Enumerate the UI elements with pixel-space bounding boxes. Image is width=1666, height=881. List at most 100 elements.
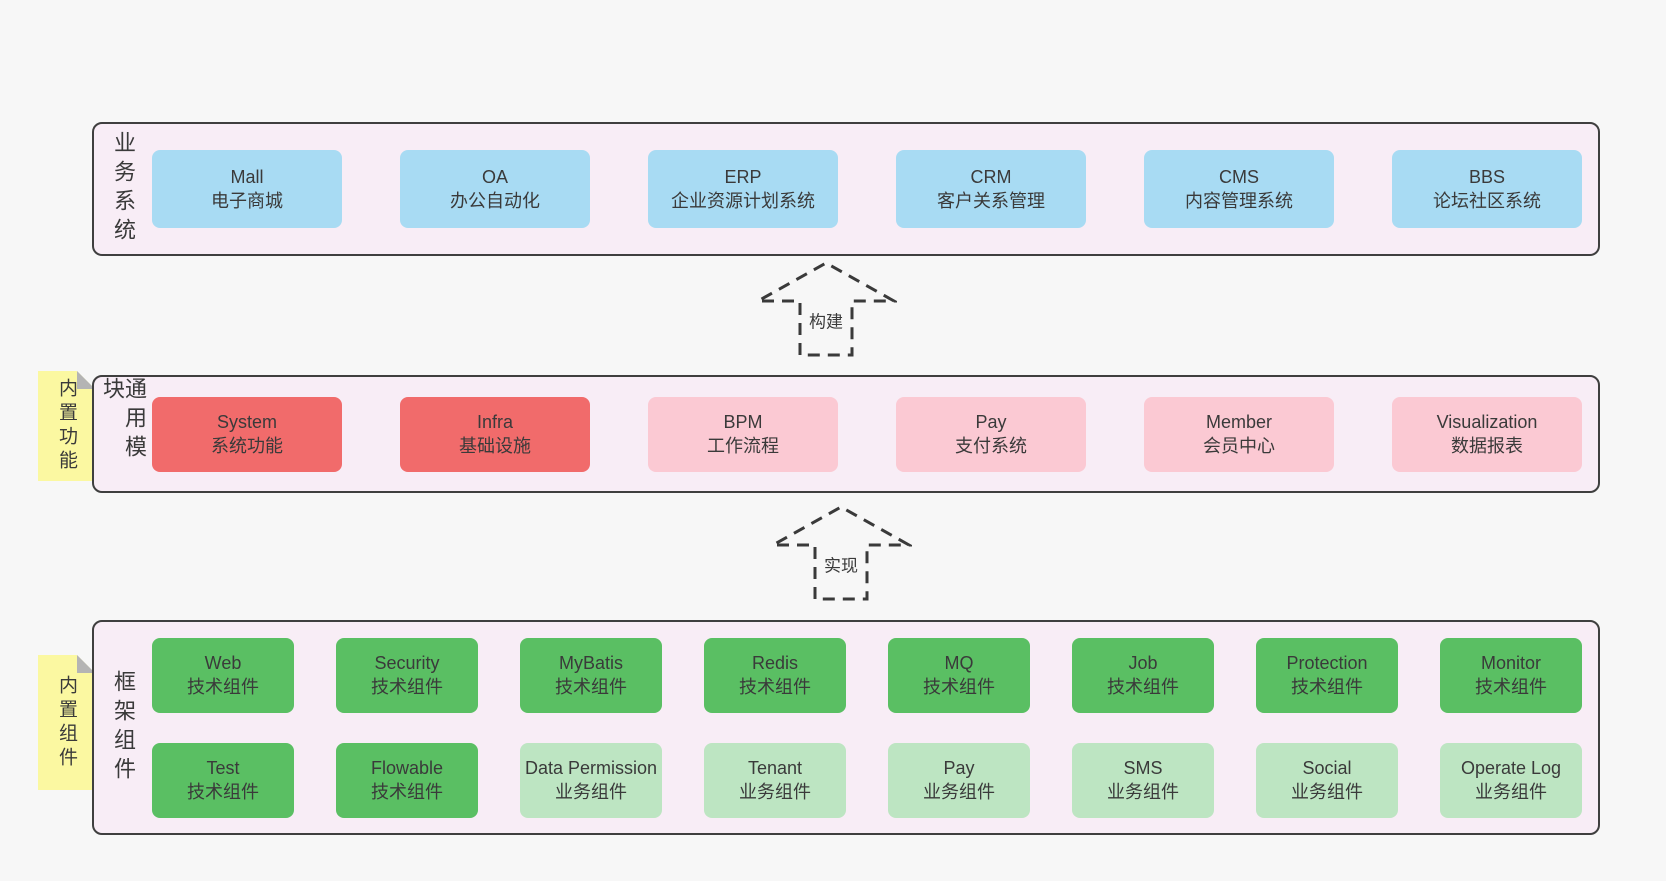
box-subtitle: 技术组件 (1291, 677, 1363, 697)
box-subtitle: 业务组件 (555, 782, 627, 802)
box-title: CRM (970, 166, 1012, 187)
box-subtitle: 技术组件 (1107, 677, 1179, 697)
box-protection: Protection 技术组件 (1256, 637, 1398, 713)
box-title: Protection (1286, 652, 1368, 673)
framework-row-1: Web 技术组件 Security 技术组件 MyBatis 技术组件 Redi… (152, 637, 1582, 713)
builtin-components-note: 内置组件 (38, 655, 95, 790)
business-systems-row: Mall 电子商城 OA 办公自动化 ERP 企业资源计划系统 CRM 客户关系… (152, 124, 1598, 254)
box-flowable: Flowable 技术组件 (336, 742, 478, 818)
build-arrow-label: 构建 (803, 305, 849, 335)
common-modules-side-label: 通用模块 (100, 377, 147, 464)
common-modules-side-col: 通用模块 (94, 377, 152, 491)
box-member: Member 会员中心 (1144, 396, 1334, 472)
framework-components-side-col: 框架组件 (94, 622, 152, 833)
box-title: Data Permission (524, 757, 658, 778)
box-subtitle: 基础设施 (459, 436, 531, 456)
box-subtitle: 业务组件 (1475, 782, 1547, 802)
framework-components-side-label: 框架组件 (111, 669, 136, 786)
box-pay-component: Pay 业务组件 (888, 742, 1030, 818)
box-title: Operate Log (1460, 757, 1562, 778)
box-subtitle: 业务组件 (1291, 782, 1363, 802)
common-modules-panel: 通用模块 System 系统功能 Infra 基础设施 BPM 工作流程 Pay… (92, 375, 1600, 493)
box-sms: SMS 业务组件 (1072, 742, 1214, 818)
box-mybatis: MyBatis 技术组件 (520, 637, 662, 713)
box-security: Security 技术组件 (336, 637, 478, 713)
box-subtitle: 内容管理系统 (1185, 191, 1293, 211)
box-subtitle: 系统功能 (211, 436, 283, 456)
box-title: Infra (476, 411, 514, 432)
box-title: Flowable (370, 757, 444, 778)
implement-arrow: 实现 (770, 504, 912, 601)
build-arrow: 构建 (755, 260, 897, 357)
box-subtitle: 支付系统 (955, 436, 1027, 456)
box-redis: Redis 技术组件 (704, 637, 846, 713)
box-subtitle: 业务组件 (923, 782, 995, 802)
framework-components-rows: Web 技术组件 Security 技术组件 MyBatis 技术组件 Redi… (152, 622, 1598, 833)
box-title: MyBatis (558, 652, 623, 673)
box-job: Job 技术组件 (1072, 637, 1214, 713)
box-title: Tenant (747, 757, 803, 778)
box-title: Pay (943, 757, 975, 778)
box-subtitle: 技术组件 (739, 677, 811, 697)
box-subtitle: 技术组件 (187, 677, 259, 697)
implement-arrow-label: 实现 (818, 549, 864, 579)
box-operate-log: Operate Log 业务组件 (1440, 742, 1582, 818)
box-title: Member (1205, 411, 1272, 432)
box-subtitle: 业务组件 (739, 782, 811, 802)
box-crm: CRM 客户关系管理 (896, 150, 1086, 228)
box-title: Redis (751, 652, 799, 673)
box-subtitle: 技术组件 (371, 782, 443, 802)
box-title: BPM (723, 411, 763, 432)
box-title: Mall (230, 166, 264, 187)
box-infra: Infra 基础设施 (400, 396, 590, 472)
box-subtitle: 业务组件 (1107, 782, 1179, 802)
box-test: Test 技术组件 (152, 742, 294, 818)
box-pay: Pay 支付系统 (896, 396, 1086, 472)
box-title: SMS (1123, 757, 1163, 778)
box-subtitle: 客户关系管理 (937, 191, 1045, 211)
box-subtitle: 技术组件 (923, 677, 995, 697)
box-subtitle: 技术组件 (1475, 677, 1547, 697)
box-subtitle: 技术组件 (555, 677, 627, 697)
box-mq: MQ 技术组件 (888, 637, 1030, 713)
box-oa: OA 办公自动化 (400, 150, 590, 228)
box-subtitle: 企业资源计划系统 (671, 191, 815, 211)
box-subtitle: 论坛社区系统 (1433, 191, 1541, 211)
box-subtitle: 技术组件 (371, 677, 443, 697)
builtin-components-note-label: 内置组件 (56, 674, 77, 771)
box-title: CMS (1219, 166, 1259, 187)
box-bbs: BBS 论坛社区系统 (1392, 150, 1582, 228)
box-title: OA (481, 166, 508, 187)
box-title: Visualization (1436, 411, 1538, 432)
box-subtitle: 办公自动化 (450, 191, 540, 211)
box-cms: CMS 内容管理系统 (1144, 150, 1334, 228)
box-title: Monitor (1480, 652, 1542, 673)
box-subtitle: 会员中心 (1203, 436, 1275, 456)
framework-components-panel: 框架组件 Web 技术组件 Security 技术组件 MyBatis 技术组件… (92, 620, 1600, 835)
box-web: Web 技术组件 (152, 637, 294, 713)
box-monitor: Monitor 技术组件 (1440, 637, 1582, 713)
box-tenant: Tenant 业务组件 (704, 742, 846, 818)
box-title: Pay (975, 411, 1007, 432)
box-title: System (216, 411, 277, 432)
box-data-permission: Data Permission 业务组件 (520, 742, 662, 818)
box-title: ERP (724, 166, 762, 187)
builtin-functions-note-label: 内置功能 (56, 378, 77, 474)
business-systems-side-col: 业务系统 (94, 124, 152, 254)
box-title: BBS (1468, 166, 1506, 187)
framework-row-2: Test 技术组件 Flowable 技术组件 Data Permission … (152, 742, 1582, 818)
up-block-arrow-icon (755, 261, 897, 357)
box-subtitle: 工作流程 (707, 436, 779, 456)
common-modules-row: System 系统功能 Infra 基础设施 BPM 工作流程 Pay 支付系统… (152, 377, 1598, 491)
box-bpm: BPM 工作流程 (648, 396, 838, 472)
box-title: MQ (944, 652, 974, 673)
box-title: Test (206, 757, 240, 778)
box-subtitle: 电子商城 (211, 191, 283, 211)
business-systems-side-label: 业务系统 (111, 131, 136, 247)
builtin-functions-note: 内置功能 (38, 371, 95, 481)
box-title: Job (1128, 652, 1158, 673)
box-title: Web (204, 652, 242, 673)
box-social: Social 业务组件 (1256, 742, 1398, 818)
box-erp: ERP 企业资源计划系统 (648, 150, 838, 228)
